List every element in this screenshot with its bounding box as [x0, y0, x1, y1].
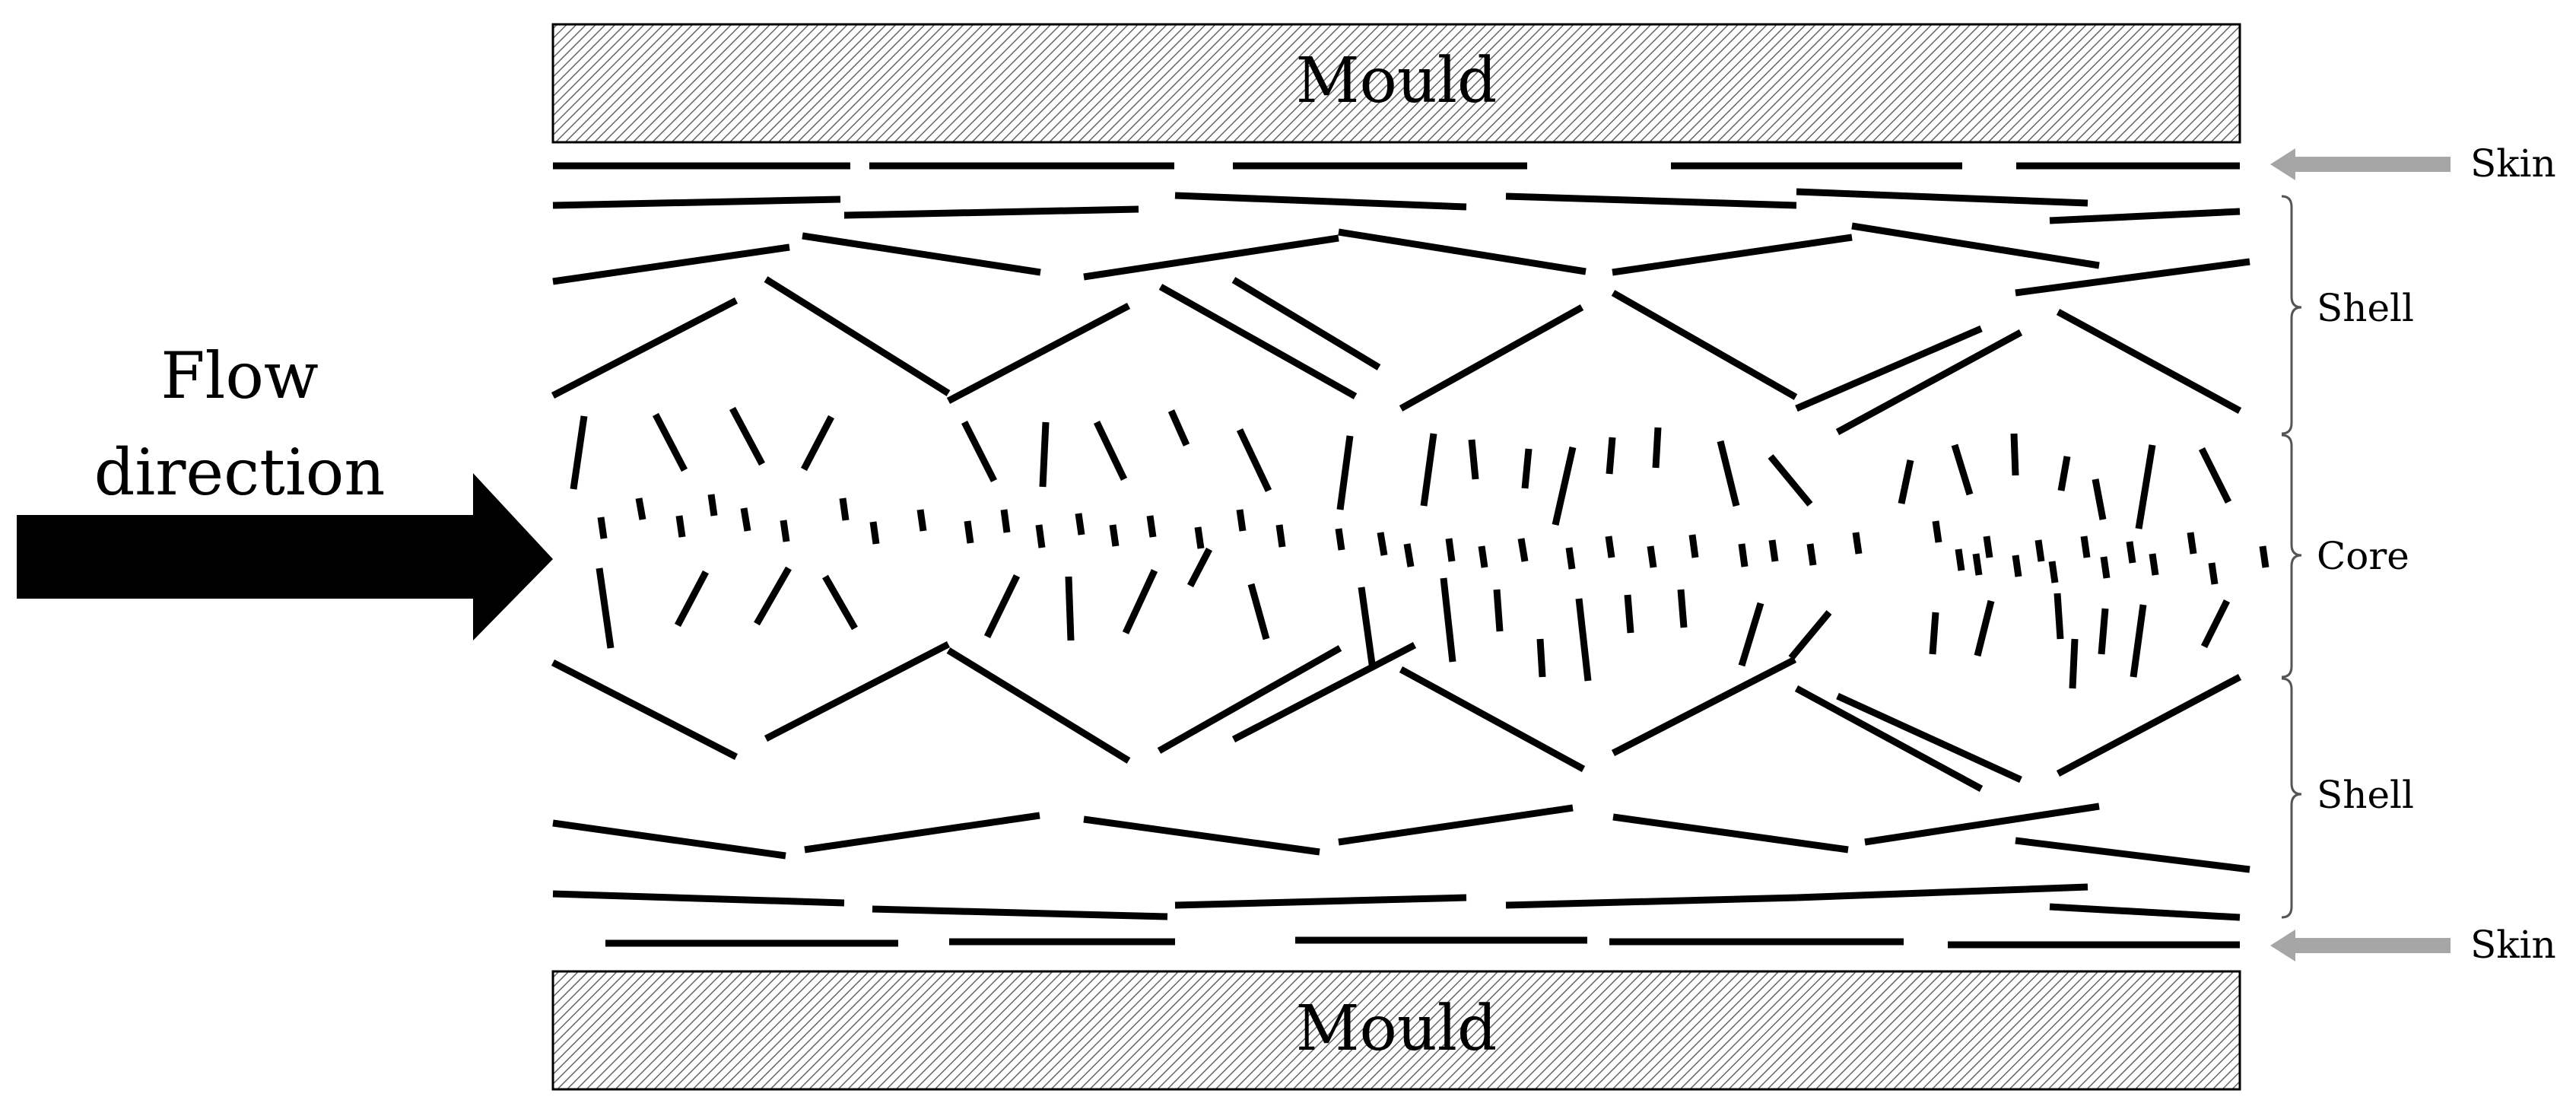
- skin-fibers: [552, 162, 2241, 949]
- flow-label-line2: direction: [94, 435, 386, 510]
- shell-bottom-label: Shell: [2317, 773, 2414, 817]
- flow-label-line1: Flow: [160, 339, 319, 413]
- shell-bottom-bracket: [2281, 677, 2302, 919]
- mould-bottom-label: Mould: [1296, 993, 1498, 1065]
- mould-bottom-block: [551, 970, 2241, 1091]
- shell-top-bracket: [2281, 195, 2302, 435]
- core-label: Core: [2317, 534, 2409, 578]
- core-fibers: [570, 406, 2269, 689]
- core-bracket: [2281, 434, 2302, 679]
- mould-top-block: [551, 23, 2241, 144]
- skin-bottom-arrow-icon: [2270, 930, 2451, 962]
- skin-top-arrow-icon: [2270, 148, 2451, 180]
- shell-top-label: Shell: [2317, 286, 2414, 330]
- mould-top-label: Mould: [1296, 45, 1498, 117]
- flow-direction-arrow-icon: [17, 473, 553, 641]
- skin-top-label: Skin: [2470, 141, 2556, 186]
- skin-bottom-label: Skin: [2470, 923, 2556, 967]
- shell-fibers: [551, 222, 2250, 873]
